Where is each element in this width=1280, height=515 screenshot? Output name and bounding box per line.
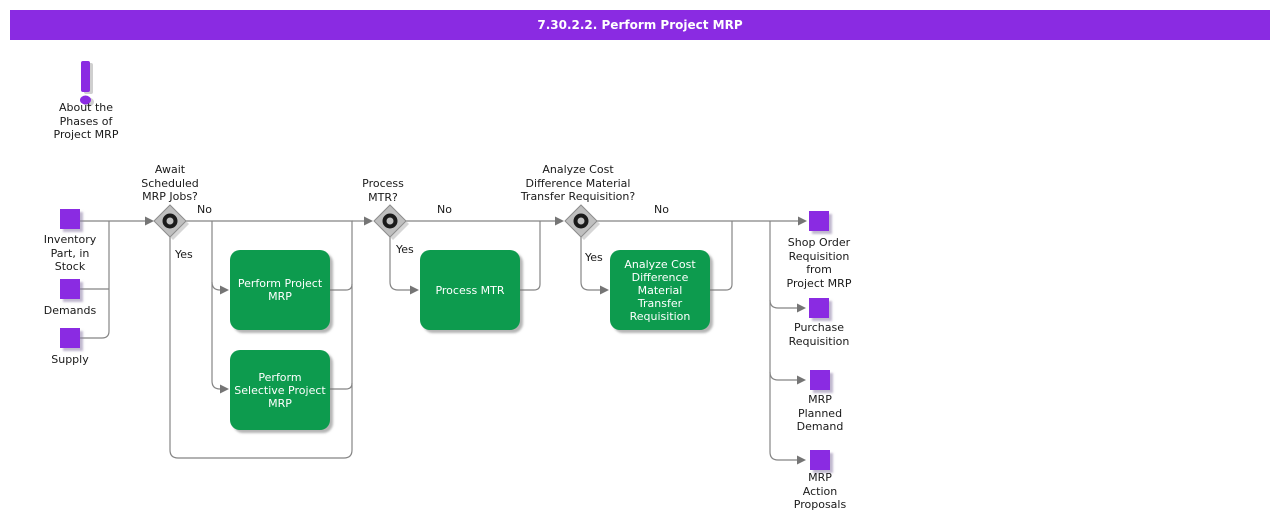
branch-label-yes: Yes <box>175 248 193 261</box>
flow-line <box>520 221 541 291</box>
flow-line <box>769 371 797 381</box>
flow-line <box>580 237 600 291</box>
about-note-label[interactable]: About the Phases of Project MRP <box>53 101 119 141</box>
flow-line <box>330 283 353 291</box>
branch-label-yes: Yes <box>585 251 603 264</box>
arrowhead-icon <box>145 216 154 226</box>
gateways <box>153 204 600 240</box>
activity-analyze-cost-difference-mtr[interactable]: Analyze Cost Difference Material Transfe… <box>610 250 710 330</box>
gateway-await-scheduled-mrp-jobs[interactable] <box>153 204 187 238</box>
flow-line <box>389 237 410 291</box>
arrowhead-icon <box>220 285 229 295</box>
activity-label: Process MTR <box>435 283 505 297</box>
header-bar: 7.30.2.2. Perform Project MRP <box>10 10 1270 40</box>
arrowhead-icon <box>797 375 806 385</box>
branch-label-no: No <box>197 203 212 216</box>
node-purchase-requisition[interactable] <box>809 298 829 318</box>
node-demands[interactable] <box>60 279 80 299</box>
gateway-circle-icon <box>573 213 589 229</box>
activity-perform-selective-project-mrp[interactable]: Perform Selective Project MRP <box>230 350 330 430</box>
exclamation-icon[interactable] <box>80 61 94 107</box>
gateway-analyze-cost-difference-mtr[interactable] <box>564 204 598 238</box>
flow-line <box>211 281 221 291</box>
node-label: Purchase Requisition <box>788 321 850 348</box>
node-label: Supply <box>51 353 89 366</box>
node-supply[interactable] <box>60 328 80 348</box>
arrowhead-icon <box>600 285 609 295</box>
node-label: MRP Action Proposals <box>793 471 847 511</box>
arrowheads <box>145 216 807 465</box>
gateway-label-await-scheduled-mrp-jobs: Await Scheduled MRP Jobs? <box>141 163 199 203</box>
branch-label-no: No <box>654 203 669 216</box>
arrowhead-icon <box>798 216 807 226</box>
page-title: 7.30.2.2. Perform Project MRP <box>537 18 743 32</box>
flow-line <box>710 221 733 291</box>
gateway-circle-icon <box>382 213 398 229</box>
node-label: Shop Order Requisition from Project MRP <box>786 236 852 290</box>
branch-label-no: No <box>437 203 452 216</box>
flow-line <box>80 221 110 339</box>
gateway-circle-icon <box>162 213 178 229</box>
node-mrp-action-proposals[interactable] <box>810 450 830 470</box>
flow-line <box>330 382 353 390</box>
activity-label: Perform Selective Project MRP <box>234 370 326 410</box>
exclamation-bar <box>81 61 90 92</box>
flow-line <box>769 221 797 461</box>
arrowhead-icon <box>410 285 419 295</box>
arrowhead-icon <box>555 216 564 226</box>
group-frame <box>169 220 353 459</box>
node-label: Inventory Part, in Stock <box>43 233 97 273</box>
node-label: MRP Planned Demand <box>796 393 844 433</box>
gateway-label-process-mtr: Process MTR? <box>362 177 404 204</box>
activity-label: Analyze Cost Difference Material Transfe… <box>624 257 696 323</box>
arrowhead-icon <box>797 455 806 465</box>
gateway-label-analyze-cost-difference-mtr: Analyze Cost Difference Material Transfe… <box>520 163 636 203</box>
flow-line <box>769 299 797 309</box>
flow-line <box>211 221 221 390</box>
node-inventory-part-in-stock[interactable] <box>60 209 80 229</box>
gateway-process-mtr[interactable] <box>373 204 407 238</box>
activity-label: Perform Project MRP <box>237 277 323 303</box>
node-shop-order-requisition-from-project-mrp[interactable] <box>809 211 829 231</box>
node-label: Demands <box>43 304 97 317</box>
arrowhead-icon <box>364 216 373 226</box>
flow-lines <box>80 220 798 461</box>
activity-process-mtr[interactable]: Process MTR <box>420 250 520 330</box>
node-mrp-planned-demand[interactable] <box>810 370 830 390</box>
branch-label-yes: Yes <box>396 243 414 256</box>
exclamation-dot <box>80 95 91 105</box>
arrowhead-icon <box>797 303 806 313</box>
activity-perform-project-mrp[interactable]: Perform Project MRP <box>230 250 330 330</box>
arrowhead-icon <box>220 384 229 394</box>
